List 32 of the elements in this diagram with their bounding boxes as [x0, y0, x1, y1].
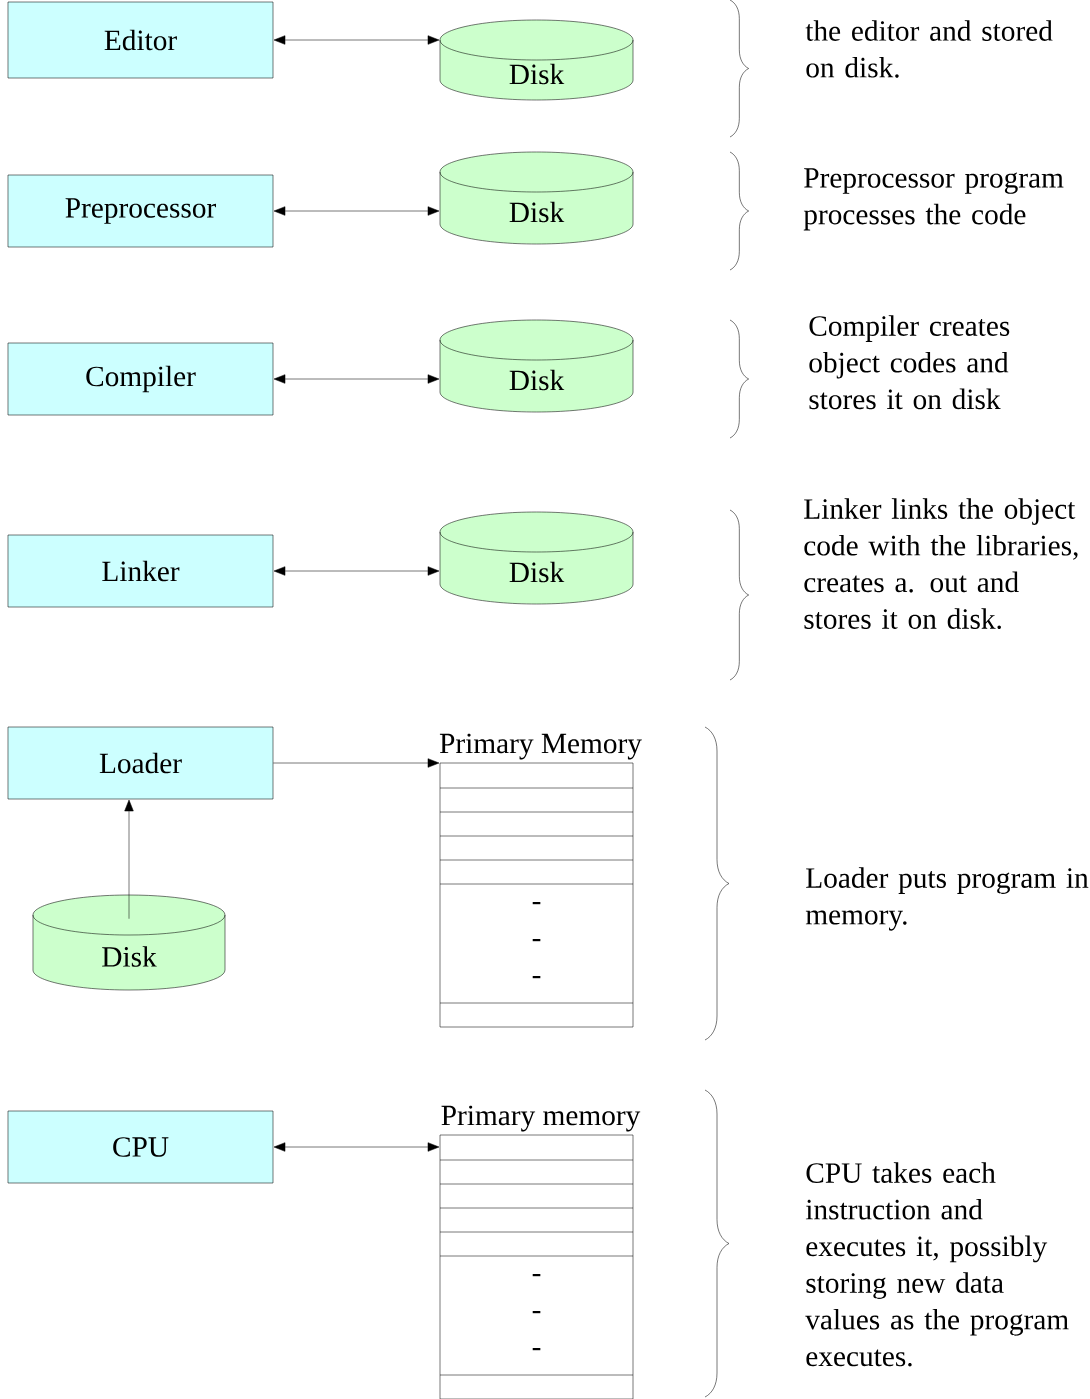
process-box: CPU	[7, 1110, 274, 1184]
process-box: Loader	[7, 726, 274, 800]
ellipsis-dash: -	[532, 902, 541, 905]
disk-cylinder: Disk	[32, 894, 226, 991]
description-text: Compiler creates object codes and stores it on disk	[809, 315, 1010, 410]
process-box: Compiler	[7, 342, 274, 416]
arrow	[273, 35, 440, 45]
description-text: Loader puts program in memory.	[805, 867, 1089, 931]
memory-title: Primary Memory	[439, 733, 642, 760]
ellipsis-dash: -	[532, 939, 541, 942]
arrow	[273, 566, 440, 576]
arrow	[273, 206, 440, 216]
ellipsis-dash: -	[532, 1311, 541, 1314]
arrow	[124, 799, 134, 919]
disk-cylinder: Disk	[439, 511, 634, 605]
ellipsis-dash: -	[532, 1348, 541, 1351]
arrow	[273, 374, 440, 384]
disk-cylinder: Disk	[439, 151, 634, 245]
memory-title: Primary memory	[441, 1105, 641, 1132]
process-box: Editor	[7, 1, 274, 79]
description-text: CPU takes each instruction and executes it, possibly storing new data values as the program executes.	[805, 1162, 1069, 1367]
description-text: Preprocessor program processes the code	[803, 168, 1064, 231]
disk-cylinder: Disk	[439, 319, 634, 413]
disk-cylinder: Disk	[439, 19, 634, 101]
arrow	[273, 758, 440, 768]
process-box: Preprocessor	[7, 174, 274, 248]
process-box: Linker	[7, 534, 274, 608]
description-text: the editor and stored on disk.	[805, 20, 1053, 78]
arrow	[273, 1142, 440, 1152]
ellipsis-dash: -	[532, 1274, 541, 1277]
description-text: Linker links the object code with the libraries, creates a. out and stores it on disk.	[804, 498, 1078, 630]
ellipsis-dash: -	[532, 976, 541, 979]
